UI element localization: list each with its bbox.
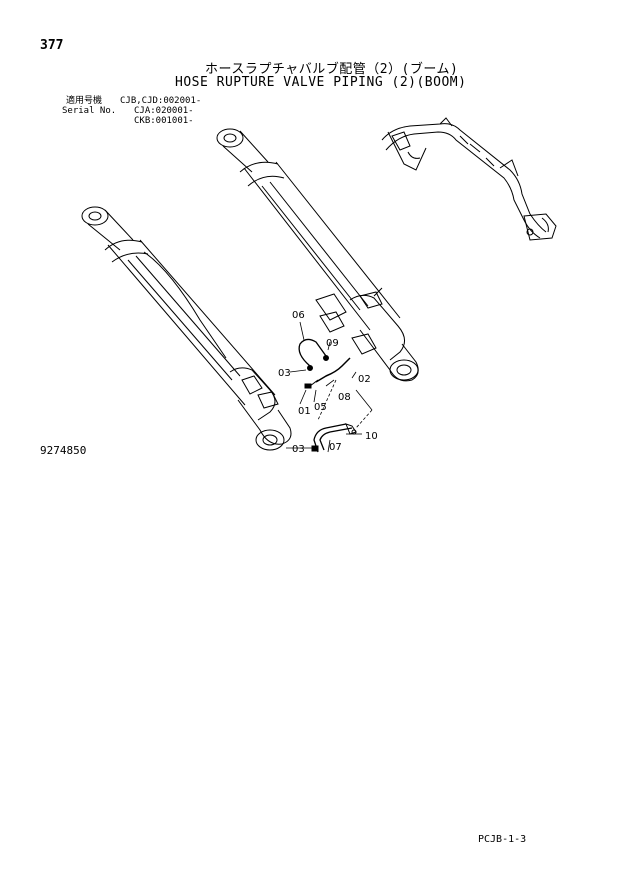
serial-range-3: CKB:001001- (134, 116, 194, 126)
callout-03-lower: 03 (292, 444, 305, 455)
page-title-english: HOSE RUPTURE VALVE PIPING (2)(BOOM) (175, 75, 467, 90)
right-boom-cylinder (216, 128, 419, 382)
page-number: 377 (40, 38, 64, 53)
callout-02: 02 (358, 374, 371, 385)
callout-05: 05 (314, 402, 327, 413)
left-boom-cylinder (81, 206, 292, 451)
callout-labels: 06 09 03 02 08 01 05 10 03 07 (278, 310, 378, 455)
serial-range-2: CJA:020001- (134, 106, 194, 116)
callout-06: 06 (292, 310, 305, 321)
figure-number: 9274850 (40, 444, 87, 457)
callout-10: 10 (365, 431, 378, 442)
callout-08: 08 (338, 392, 351, 403)
serial-label-english: Serial No. (62, 106, 117, 116)
excavator-overview-sketch (381, 117, 557, 241)
callout-09: 09 (326, 338, 339, 349)
serial-range-1: CJB,CJD:002001- (120, 96, 202, 106)
hose-assembly (298, 338, 357, 453)
serial-label-japanese: 適用号機 (66, 96, 103, 106)
leader-lines (286, 321, 373, 453)
footer-code: PCJB-1-3 (478, 834, 527, 845)
callout-03-upper: 03 (278, 368, 291, 379)
callout-01: 01 (298, 406, 311, 417)
callout-07: 07 (329, 442, 342, 453)
page-title-japanese: ホースラプチャバルブ配管（2）(ブーム) (205, 62, 459, 77)
